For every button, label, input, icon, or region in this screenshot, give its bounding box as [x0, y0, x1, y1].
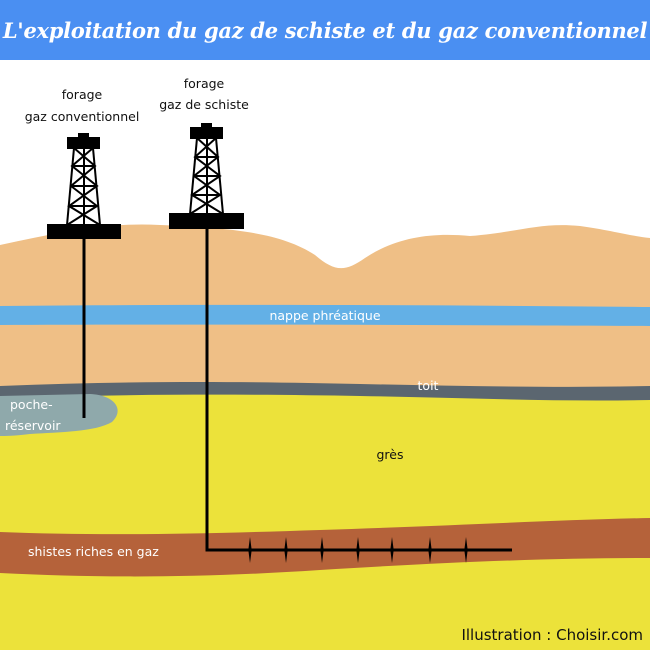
fracture-icon: [422, 537, 438, 563]
shale-layer-label: shistes riches en gaz: [28, 544, 159, 559]
sandstone-layer: [0, 390, 650, 650]
page-title: L'exploitation du gaz de schiste et du g…: [2, 17, 648, 43]
credit-text: Illustration : Choisir.com: [461, 626, 643, 644]
water-layer: [0, 304, 650, 326]
reservoir-pocket: [0, 394, 118, 436]
sandstone-label: grès: [376, 447, 403, 462]
roof-label: toit: [418, 378, 439, 393]
derrick-shale-icon: [169, 123, 244, 229]
water-label: nappe phréatique: [269, 308, 380, 323]
conventional-label-line2: gaz conventionnel: [25, 109, 140, 124]
roof-layer: [0, 382, 650, 401]
fracture-icon: [314, 537, 330, 563]
title-bar: L'exploitation du gaz de schiste et du g…: [0, 0, 650, 60]
shale-derrick-label-line2: gaz de schiste: [159, 97, 249, 112]
reservoir-label-line2: réservoir: [5, 418, 61, 433]
fracture-icon: [350, 537, 366, 563]
fracture-icon: [458, 537, 474, 563]
shale-well-pipe: [205, 226, 512, 552]
fracture-stars: [242, 537, 474, 563]
fracture-icon: [384, 537, 400, 563]
shale-layer: [0, 518, 650, 577]
reservoir-label-line1: poche-: [10, 397, 53, 412]
fracture-icon: [278, 537, 294, 563]
fracture-icon: [242, 537, 258, 563]
shale-derrick-label-line1: forage: [184, 76, 225, 91]
conventional-label-line1: forage: [62, 87, 103, 102]
derrick-conventional-icon: [47, 133, 121, 239]
